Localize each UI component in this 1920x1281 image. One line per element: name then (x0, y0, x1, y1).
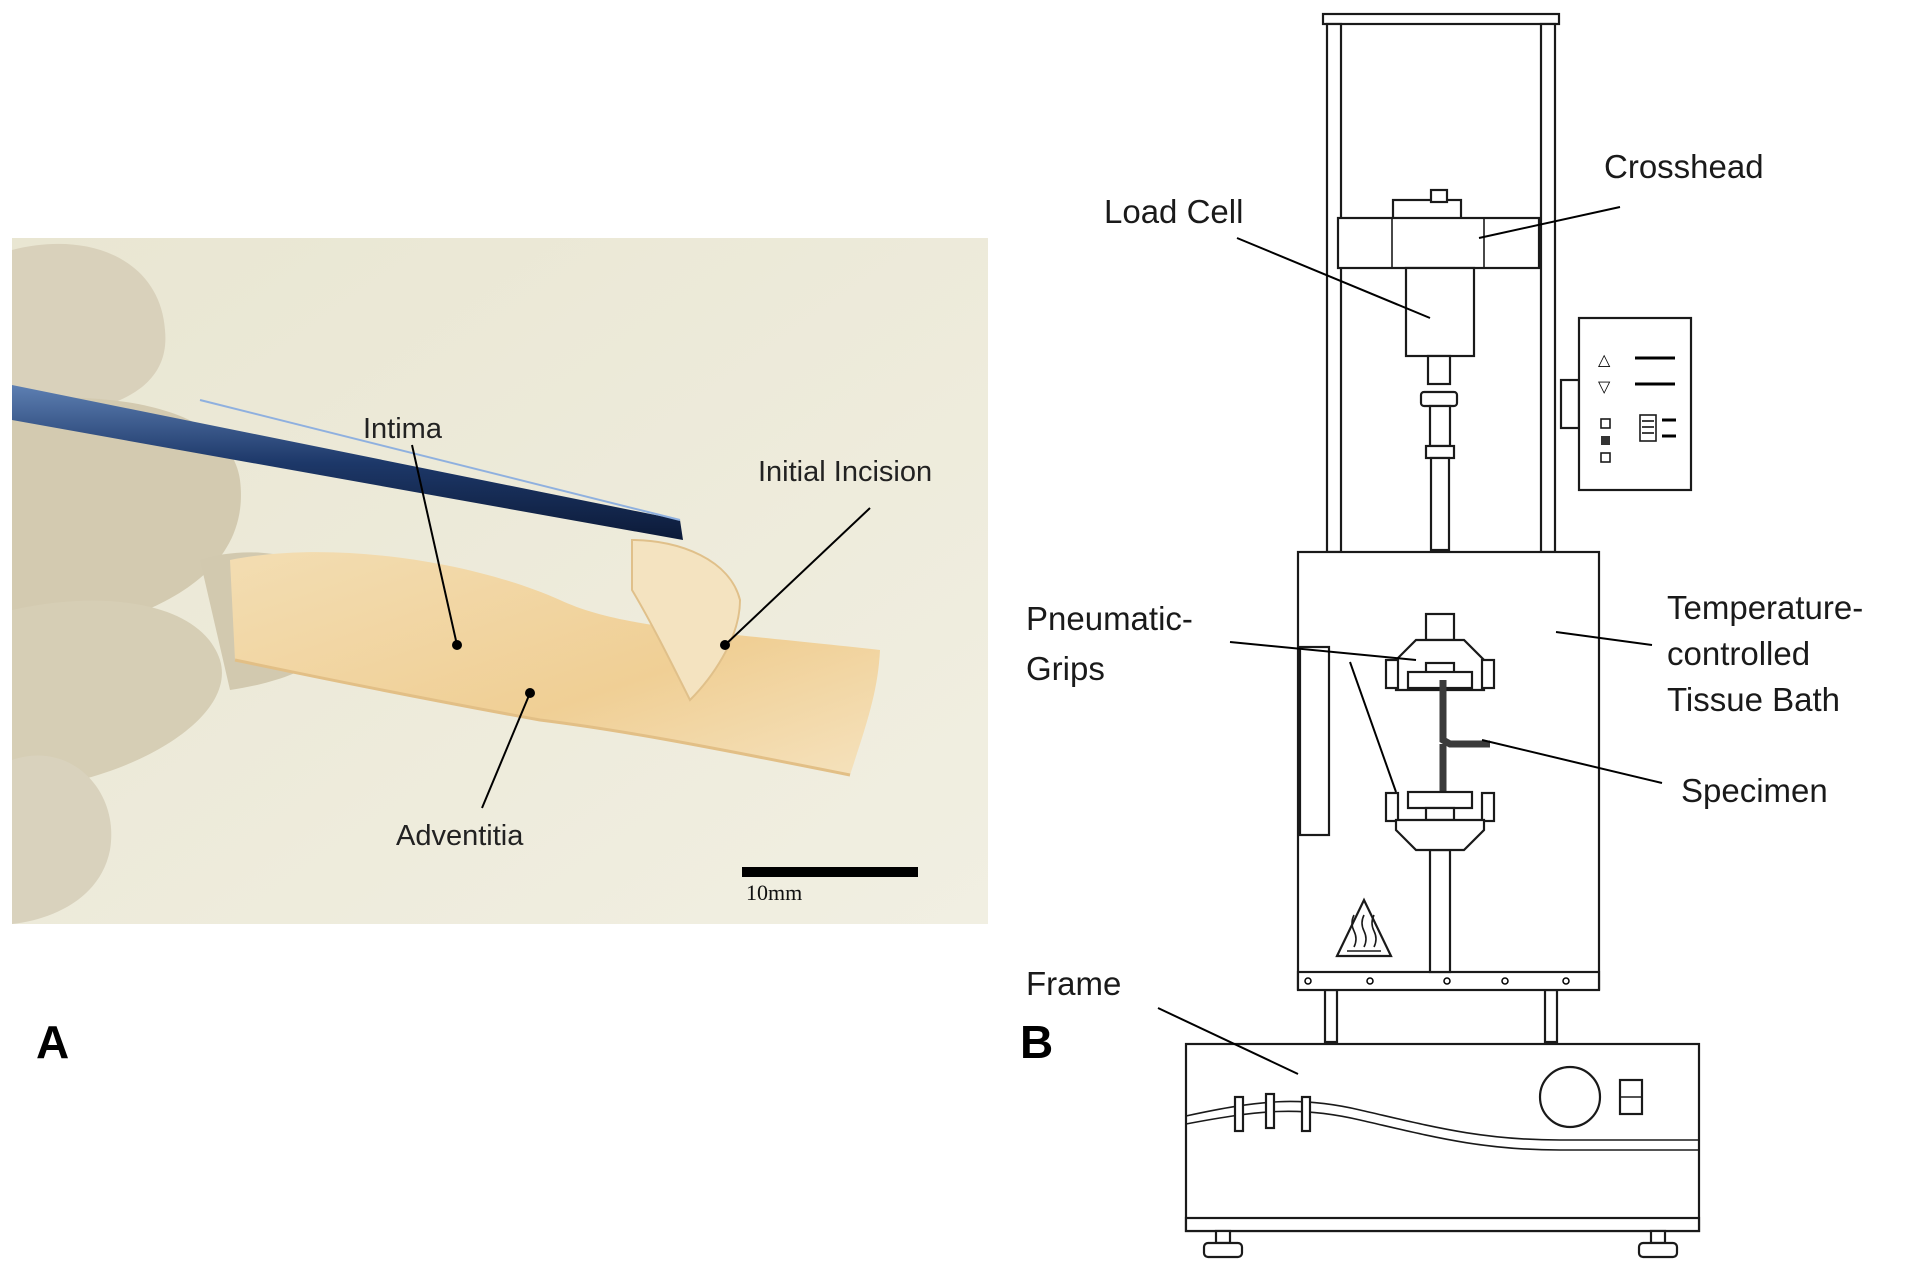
control-panel-mount (1559, 378, 1581, 430)
control-knob (1538, 1065, 1602, 1129)
frame-leader-line (1157, 1007, 1299, 1075)
button-icon (1600, 452, 1611, 463)
display-icon (1639, 414, 1657, 442)
bath-window (1298, 645, 1331, 837)
intima-marker (452, 640, 462, 650)
label-adventitia: Adventitia (396, 820, 524, 852)
glove-finger-lower (12, 600, 222, 790)
frame-clamp (1300, 1095, 1312, 1133)
label-bath-line1: Temperature- (1667, 589, 1863, 626)
scale-bar (742, 867, 918, 877)
down-arrow-icon: ▽ (1598, 377, 1611, 396)
button-icon (1600, 418, 1611, 429)
crosshead-leader-line (1478, 206, 1621, 239)
crosshead-body (1336, 216, 1541, 270)
incision-marker (720, 640, 730, 650)
foot-left (1202, 1241, 1244, 1259)
tensile-tester: △ ▽ (1184, 12, 1701, 1259)
bath-leader-line (1555, 631, 1653, 646)
label-load-cell: Load Cell (1104, 193, 1243, 230)
right-column-upper (1539, 22, 1557, 554)
intima-leader-line (411, 444, 458, 646)
button-icon (1601, 436, 1610, 445)
label-frame: Frame (1026, 965, 1121, 1002)
label-intima: Intima (363, 413, 443, 445)
grips-leader-line-lower (1349, 661, 1397, 793)
scale-bar-label: 10mm (746, 880, 802, 905)
control-panel: △ ▽ (1559, 316, 1693, 492)
foot-right (1637, 1241, 1679, 1259)
tissue-specimen (230, 552, 880, 775)
pull-rod (1429, 456, 1451, 552)
label-initial-incision: Initial Incision (758, 456, 932, 488)
tweezers-highlight (199, 399, 681, 521)
glove-finger-middle (12, 397, 241, 640)
frame-base-plate (1184, 1216, 1701, 1233)
left-column-lower (1323, 988, 1339, 1044)
shaft-mid (1428, 404, 1452, 448)
lower-rod (1428, 848, 1452, 974)
tweezers (12, 385, 683, 540)
coupling-upper (1419, 390, 1459, 408)
label-specimen: Specimen (1681, 772, 1828, 809)
glove-finger-bottom (12, 755, 112, 924)
upper-pneumatic-grip (1384, 612, 1496, 692)
crosshead-knob (1429, 188, 1449, 204)
panel-a-annotations: Intima Initial Incision Adventitia 10mm (363, 413, 932, 905)
load-cell-leader-line (1236, 237, 1431, 319)
panel-b-annotations: Crosshead Load Cell Pneumatic- Grips Tem… (1026, 148, 1863, 1075)
left-column-upper (1325, 22, 1343, 554)
coupling-lower (1424, 444, 1456, 460)
up-arrow-icon: △ (1598, 350, 1611, 369)
panel-letter-b: B (1020, 1016, 1053, 1068)
specimen-leader-line (1481, 739, 1663, 784)
base-frame (1184, 1042, 1701, 1259)
control-panel-box (1577, 316, 1693, 492)
label-pneumatic-grips-line2: Grips (1026, 650, 1105, 687)
crosshead (1336, 188, 1541, 270)
glove-finger-top (12, 243, 166, 420)
label-bath-line2: controlled (1667, 635, 1810, 672)
label-bath-line3: Tissue Bath (1667, 681, 1840, 718)
lower-pneumatic-grip (1384, 790, 1496, 852)
frame-clamp (1264, 1092, 1276, 1130)
panel-a-photo (12, 238, 988, 924)
grips-leader-line-upper (1229, 641, 1417, 661)
shaft-upper (1426, 354, 1452, 386)
frame-body (1184, 1042, 1701, 1233)
top-crossbar (1321, 12, 1561, 26)
frame-clamp (1233, 1095, 1245, 1133)
right-column-lower (1543, 988, 1559, 1044)
hot-surface-warning-icon (1335, 897, 1393, 958)
adventitia-leader-line (481, 692, 531, 809)
peeled-flap (631, 538, 742, 702)
label-pneumatic-grips-line1: Pneumatic- (1026, 600, 1193, 637)
tissue-edge (234, 658, 851, 777)
panel-letter-a: A (36, 1016, 69, 1068)
adventitia-marker (525, 688, 535, 698)
specimen-strip (1439, 680, 1490, 748)
incision-leader-line (724, 507, 871, 646)
label-crosshead: Crosshead (1604, 148, 1764, 185)
